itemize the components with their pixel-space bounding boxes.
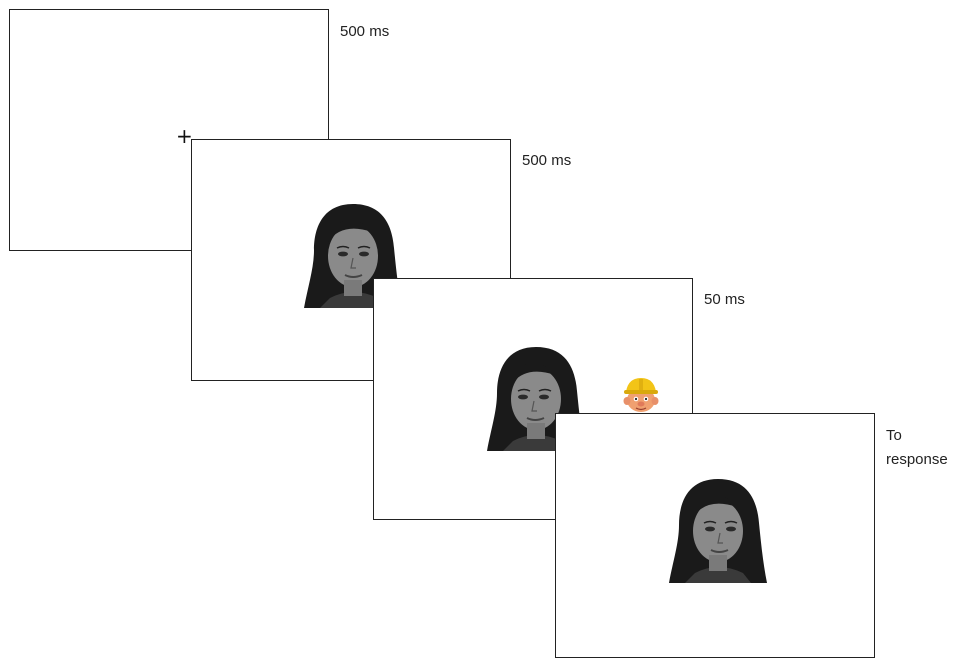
face-photo-icon xyxy=(669,477,767,585)
fixation-cross: + xyxy=(176,124,193,148)
frame-response xyxy=(555,413,875,658)
duration-label-cue: 50 ms xyxy=(704,291,745,308)
frame-fixation: + xyxy=(9,9,329,251)
cartoon-builder-head-icon xyxy=(618,376,664,421)
duration-label-response-line-2: response xyxy=(886,451,948,468)
frame-face-cue xyxy=(373,278,693,520)
duration-label-fixation: 500 ms xyxy=(340,23,390,40)
duration-label-response: To response xyxy=(886,424,966,472)
duration-label-face: 500 ms xyxy=(522,152,572,169)
duration-label-response-line-1: To xyxy=(886,427,902,444)
